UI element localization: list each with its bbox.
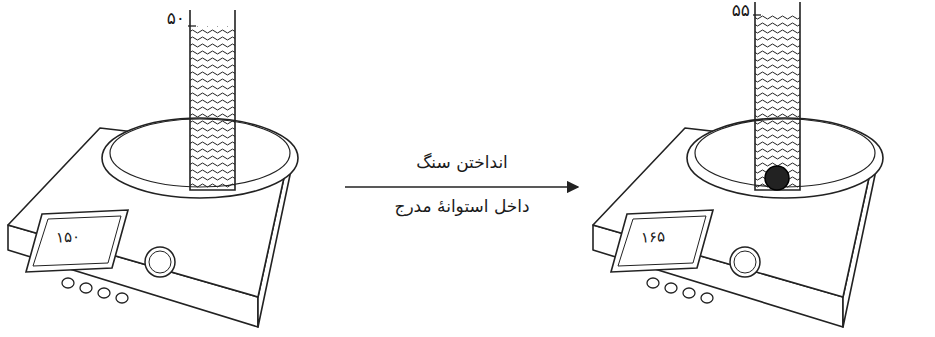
scale <box>593 118 883 327</box>
water <box>755 15 800 190</box>
mass-reading: ۱۶۵ <box>641 227 666 246</box>
graduated-cylinder <box>190 10 235 190</box>
arrow-caption: انداختن سنگ <box>416 152 508 172</box>
volume-reading: ۵۵ <box>732 0 750 20</box>
graduated-cylinder <box>755 2 800 190</box>
scale <box>8 118 298 327</box>
process-arrow <box>345 186 578 187</box>
volume-reading: ۵۰ <box>167 8 185 28</box>
arrow-caption: داخل استوانهٔ مدرج <box>394 196 529 216</box>
water <box>190 26 235 190</box>
stone <box>765 166 789 190</box>
mass-reading: ۱۵۰ <box>56 227 81 246</box>
